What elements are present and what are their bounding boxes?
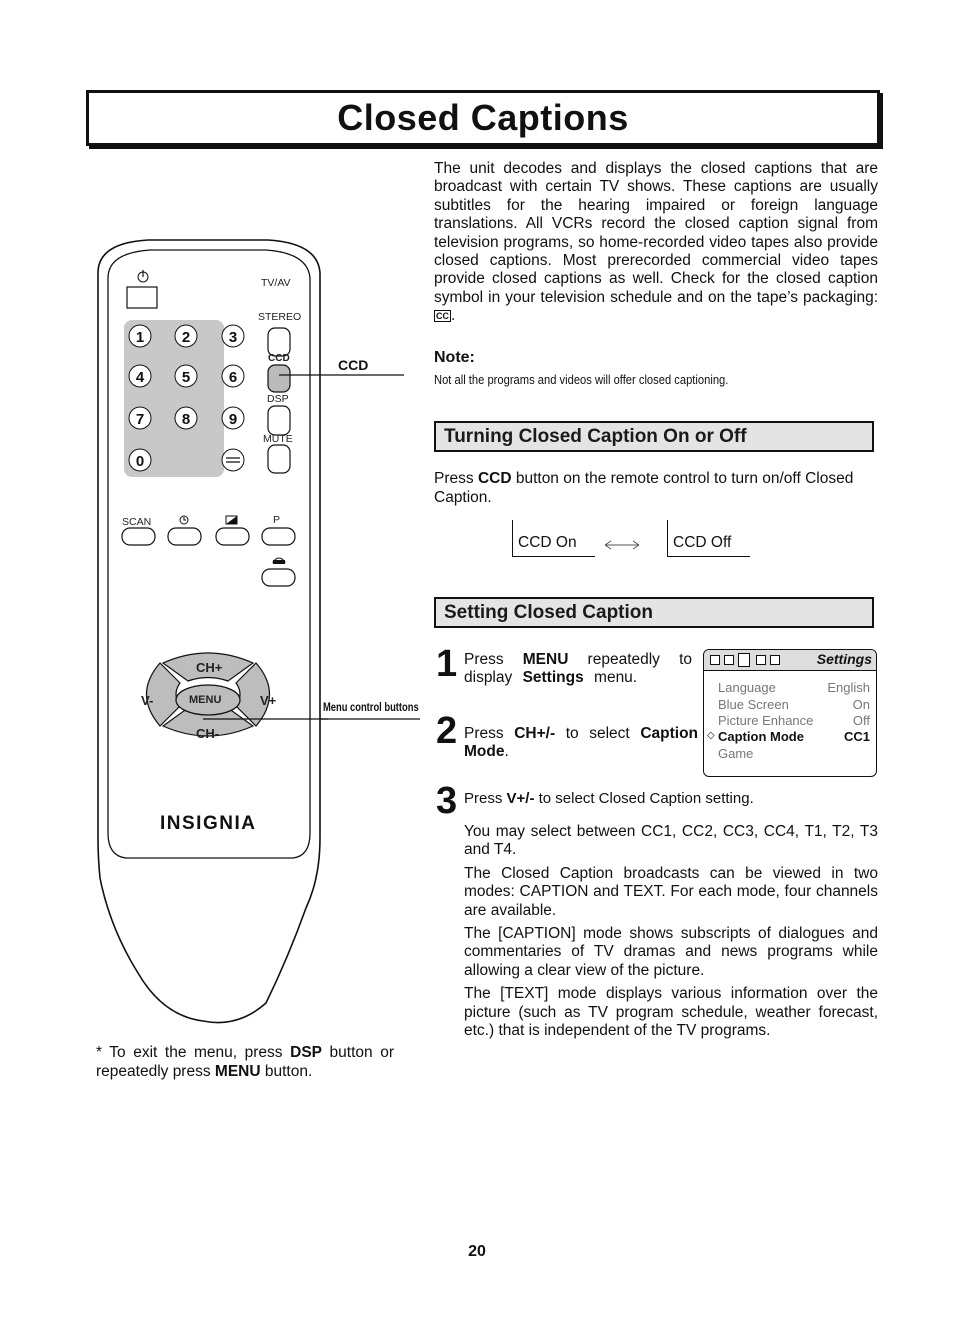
menu-button xyxy=(175,684,241,716)
ch-minus-label: CH- xyxy=(196,726,220,741)
mute-button xyxy=(267,444,291,474)
selection-pointer-icon: ◇ xyxy=(707,730,715,741)
number-keypad xyxy=(124,320,224,477)
settings-menu-title: Settings xyxy=(816,651,872,667)
page-title: Closed Captions xyxy=(337,97,629,138)
digit-6: 6 xyxy=(229,369,237,386)
ccd-on-state: CCD On xyxy=(512,520,595,557)
lock-button xyxy=(261,568,296,587)
paragraph: The [CAPTION] mode shows subscripts of d… xyxy=(464,925,878,979)
pip-button xyxy=(261,527,296,546)
menu-tab-icon xyxy=(724,655,734,665)
menu-callout-extension xyxy=(320,718,420,720)
step-1-number: 1 xyxy=(436,643,458,685)
ccd-off-state: CCD Off xyxy=(667,520,750,557)
settings-menu-bar: Settings xyxy=(704,650,876,671)
ccd-on-label: CCD On xyxy=(518,534,577,551)
dsp-button xyxy=(267,405,291,436)
menu-callout: Menu control buttons xyxy=(323,700,419,714)
stereo-button xyxy=(267,327,291,357)
menu-tab-icon xyxy=(770,655,780,665)
step-2-number: 2 xyxy=(436,710,458,752)
stereo-label: STEREO xyxy=(258,311,302,323)
setting-heading-text: Setting Closed Caption xyxy=(444,601,653,623)
paragraph: The [TEXT] mode displays various informa… xyxy=(464,985,878,1040)
setting-section-heading: Setting Closed Caption xyxy=(434,597,874,628)
pip-label: P xyxy=(273,514,281,526)
step-1-text: Press MENU repeatedly to display Setting… xyxy=(464,651,692,687)
brand-logo: INSIGNIA xyxy=(160,813,257,834)
step-3-number: 3 xyxy=(436,780,458,822)
step-3-text: Press V+/- to select Closed Caption sett… xyxy=(464,790,754,807)
v-minus-label: V- xyxy=(141,693,154,708)
sleep-button xyxy=(167,527,202,546)
menu-label: MENU xyxy=(189,694,222,706)
ch-plus-label: CH+ xyxy=(196,660,223,675)
settings-row-game: Game xyxy=(718,746,754,761)
paragraph: You may select between CC1, CC2, CC3, CC… xyxy=(464,823,878,859)
ccd-button xyxy=(267,364,291,393)
lock-icon xyxy=(271,557,287,564)
page-number: 20 xyxy=(468,1243,486,1260)
digit-7: 7 xyxy=(136,411,144,428)
step-2-text: Press CH+/- to select Caption Mode. xyxy=(464,725,699,761)
picture-button xyxy=(215,527,250,546)
double-arrow-icon xyxy=(604,540,640,550)
remote-control-illustration: 1 2 3 4 5 6 7 8 9 0 xyxy=(97,239,328,1024)
digit-0: 0 xyxy=(136,453,144,470)
digit-8: 8 xyxy=(182,411,190,428)
turning-section-heading: Turning Closed Caption On or Off xyxy=(434,421,874,452)
digit-5: 5 xyxy=(182,369,190,386)
intro-end: . xyxy=(451,307,456,325)
power-icon xyxy=(137,270,149,283)
power-button xyxy=(126,286,158,309)
digit-9: 9 xyxy=(229,411,237,428)
return-button xyxy=(221,448,245,472)
digit-3: 3 xyxy=(229,329,237,346)
navigation-cluster xyxy=(146,652,270,737)
cc-symbol-icon: CC xyxy=(434,310,451,323)
menu-tab-icon xyxy=(710,655,720,665)
note-label: Note: xyxy=(434,349,475,366)
v-plus-label: V+ xyxy=(260,693,277,708)
return-icon xyxy=(226,457,240,463)
note-text: Not all the programs and videos will off… xyxy=(434,372,729,387)
tvav-label: TV/AV xyxy=(261,277,291,289)
clock-icon xyxy=(179,515,189,525)
digit-4: 4 xyxy=(136,369,145,386)
scan-button xyxy=(121,527,156,546)
digit-2: 2 xyxy=(182,329,190,346)
caption-mode-explanation: You may select between CC1, CC2, CC3, CC… xyxy=(464,823,878,1045)
ccd-keyword: CCD xyxy=(477,470,512,487)
exit-menu-note: * To exit the menu, press DSP button or … xyxy=(96,1044,394,1080)
title-banner: Closed Captions xyxy=(86,90,880,146)
scan-label: SCAN xyxy=(122,516,152,528)
intro-paragraph: The unit decodes and displays the closed… xyxy=(434,160,878,326)
turning-instructions: Press CCD button on the remote control t… xyxy=(434,470,854,506)
turning-heading-text: Turning Closed Caption On or Off xyxy=(444,425,747,447)
ccd-label: CCD xyxy=(268,353,290,364)
ccd-callout-extension xyxy=(328,374,404,376)
intro-text: The unit decodes and displays the closed… xyxy=(434,160,878,306)
menu-tab-icon xyxy=(738,653,750,667)
picture-mode-icon xyxy=(225,515,238,525)
dsp-label: DSP xyxy=(267,393,289,405)
digit-1: 1 xyxy=(136,329,144,346)
ccd-callout: CCD xyxy=(338,357,369,373)
paragraph: The Closed Caption broadcasts can be vie… xyxy=(464,864,878,919)
mute-label: MUTE xyxy=(263,433,293,445)
remote-inner-panel xyxy=(107,249,311,859)
menu-tab-icon xyxy=(756,655,766,665)
remote-outline xyxy=(97,239,321,1024)
ccd-off-label: CCD Off xyxy=(673,534,732,551)
